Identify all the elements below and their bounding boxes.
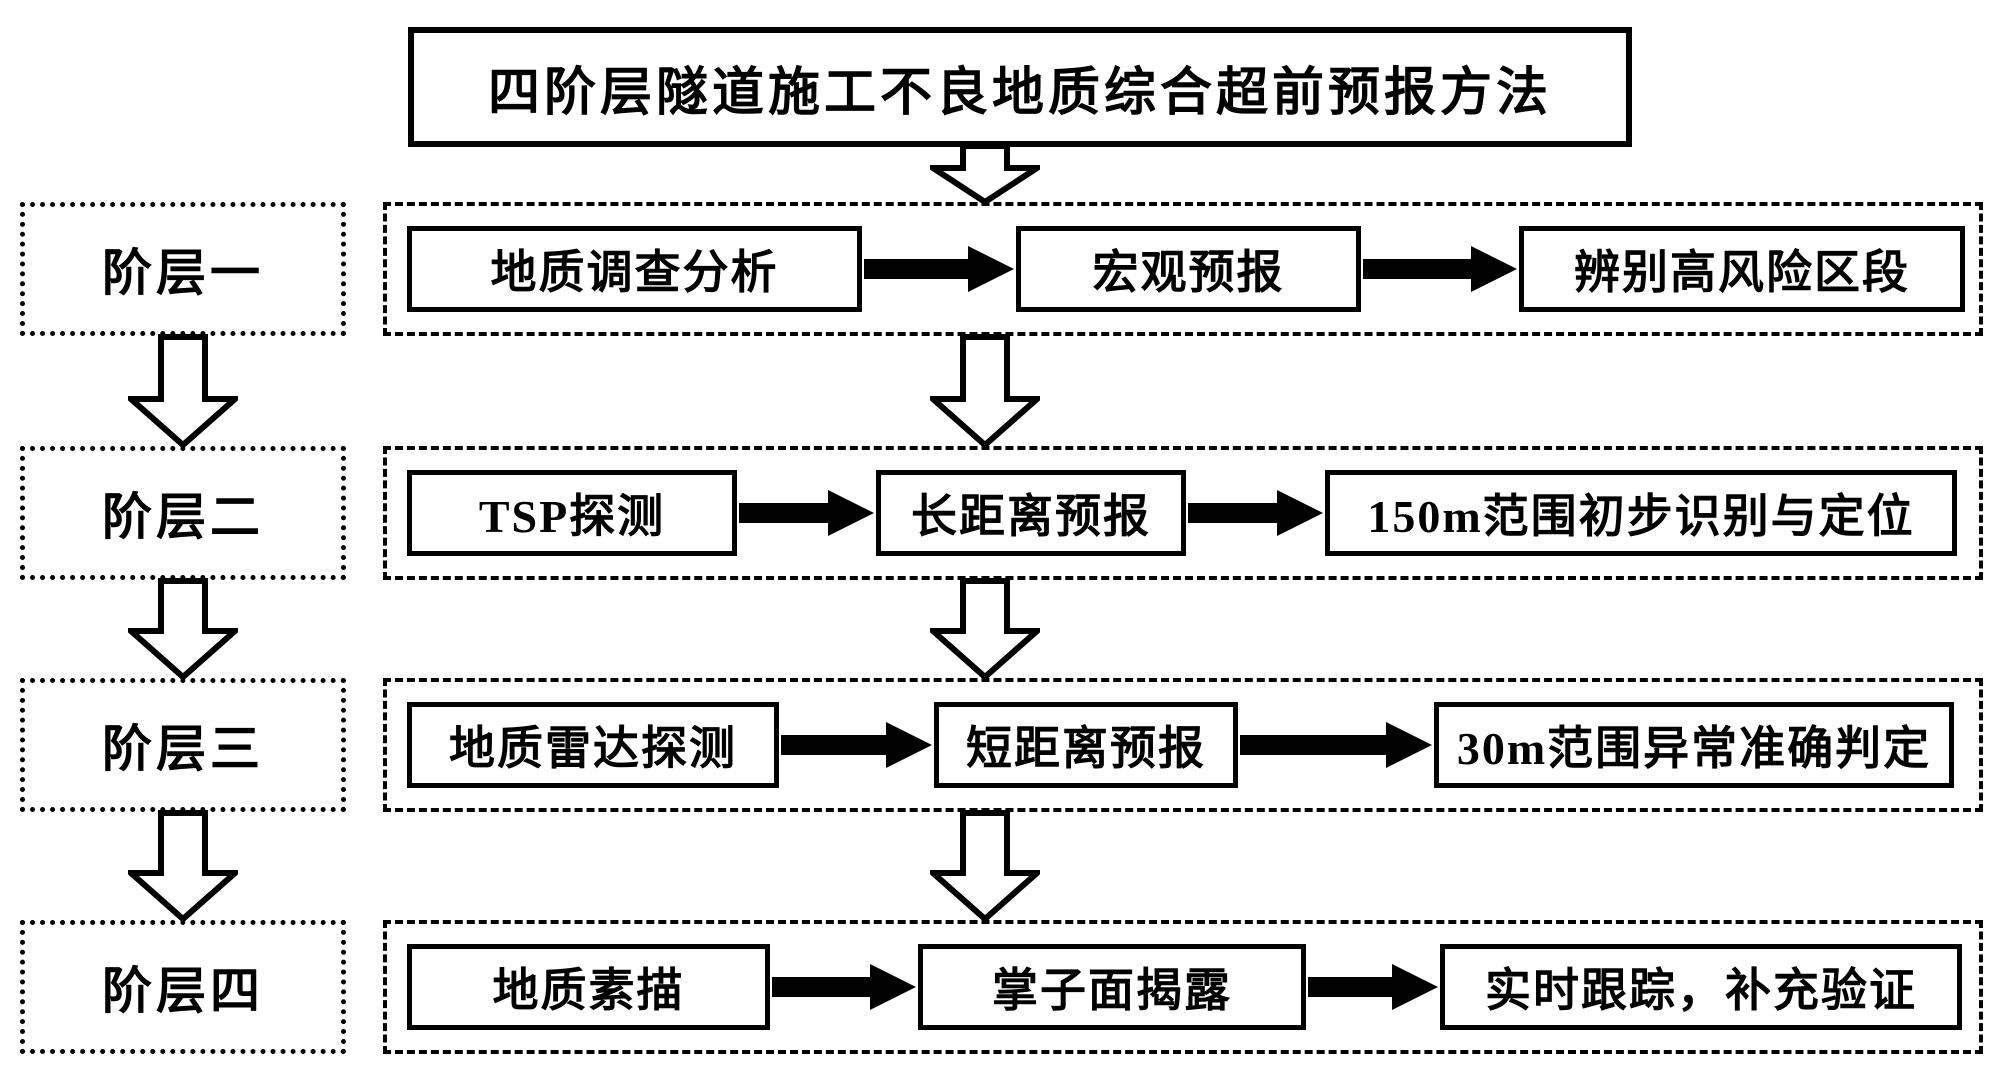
stage-container-3 <box>383 678 1983 812</box>
stage-container-1 <box>383 202 1983 336</box>
title-box: 四阶层隧道施工不良地质综合超前预报方法 <box>408 27 1632 147</box>
step-box-3-2: 短距离预报 <box>934 702 1238 788</box>
step-box-2-2: 长距离预报 <box>876 470 1186 556</box>
step-box-1-1: 地质调查分析 <box>407 226 862 312</box>
hollow-down-arrow-left-2 <box>128 578 238 680</box>
step-label-1-3: 辨别高风险区段 <box>1574 247 1910 298</box>
stage-container-2 <box>383 446 1983 580</box>
step-box-1-2: 宏观预报 <box>1016 226 1361 312</box>
solid-right-arrow-2-2 <box>1188 490 1323 536</box>
step-box-4-1: 地质素描 <box>407 944 770 1030</box>
step-label-2-2: 长距离预报 <box>911 491 1151 542</box>
step-box-3-1: 地质雷达探测 <box>407 702 779 788</box>
solid-right-arrow-4-1 <box>772 964 916 1010</box>
stage-box-3: 阶层三 <box>20 678 346 812</box>
step-label-4-2: 掌子面揭露 <box>992 965 1232 1016</box>
stage-label-4: 阶层四 <box>102 963 264 1019</box>
hollow-down-arrow-left-3 <box>128 810 238 922</box>
stage-label-1: 阶层一 <box>102 245 264 301</box>
hollow-down-arrow-mid-2 <box>930 578 1040 680</box>
stage-box-2: 阶层二 <box>20 446 346 580</box>
hollow-down-arrow-left-1 <box>128 334 238 448</box>
solid-right-arrow-4-2 <box>1308 964 1438 1010</box>
step-label-2-1: TSP探测 <box>478 491 666 542</box>
stage-label-3: 阶层三 <box>102 721 264 777</box>
step-label-1-2: 宏观预报 <box>1092 247 1285 298</box>
step-label-1-1: 地质调查分析 <box>490 247 779 298</box>
step-label-2-3: 150m范围初步识别与定位 <box>1367 491 1915 542</box>
hollow-down-arrow-mid-3 <box>930 810 1040 922</box>
solid-right-arrow-1-1 <box>864 246 1014 292</box>
title-text: 四阶层隧道施工不良地质综合超前预报方法 <box>487 64 1552 122</box>
step-label-4-1: 地质素描 <box>492 965 685 1016</box>
solid-right-arrow-2-1 <box>739 490 874 536</box>
step-box-2-1: TSP探测 <box>407 470 737 556</box>
step-label-3-1: 地质雷达探测 <box>449 723 737 774</box>
hollow-down-arrow-mid-1 <box>930 334 1040 448</box>
stage-box-1: 阶层一 <box>20 202 346 336</box>
solid-right-arrow-1-2 <box>1363 246 1517 292</box>
stage-container-4 <box>383 920 1983 1054</box>
step-box-3-3: 30m范围异常准确判定 <box>1434 702 1954 788</box>
step-box-2-3: 150m范围初步识别与定位 <box>1325 470 1957 556</box>
stage-box-4: 阶层四 <box>20 920 346 1054</box>
stage-label-2: 阶层二 <box>102 489 264 545</box>
step-label-3-3: 30m范围异常准确判定 <box>1456 723 1932 774</box>
step-box-1-3: 辨别高风险区段 <box>1519 226 1965 312</box>
step-box-4-3: 实时跟踪，补充验证 <box>1440 944 1962 1030</box>
step-label-4-3: 实时跟踪，补充验证 <box>1485 965 1917 1016</box>
solid-right-arrow-3-2 <box>1240 722 1432 768</box>
step-label-3-2: 短距离预报 <box>966 723 1206 774</box>
hollow-down-arrow-title <box>930 143 1040 205</box>
step-box-4-2: 掌子面揭露 <box>918 944 1306 1030</box>
solid-right-arrow-3-1 <box>781 722 932 768</box>
